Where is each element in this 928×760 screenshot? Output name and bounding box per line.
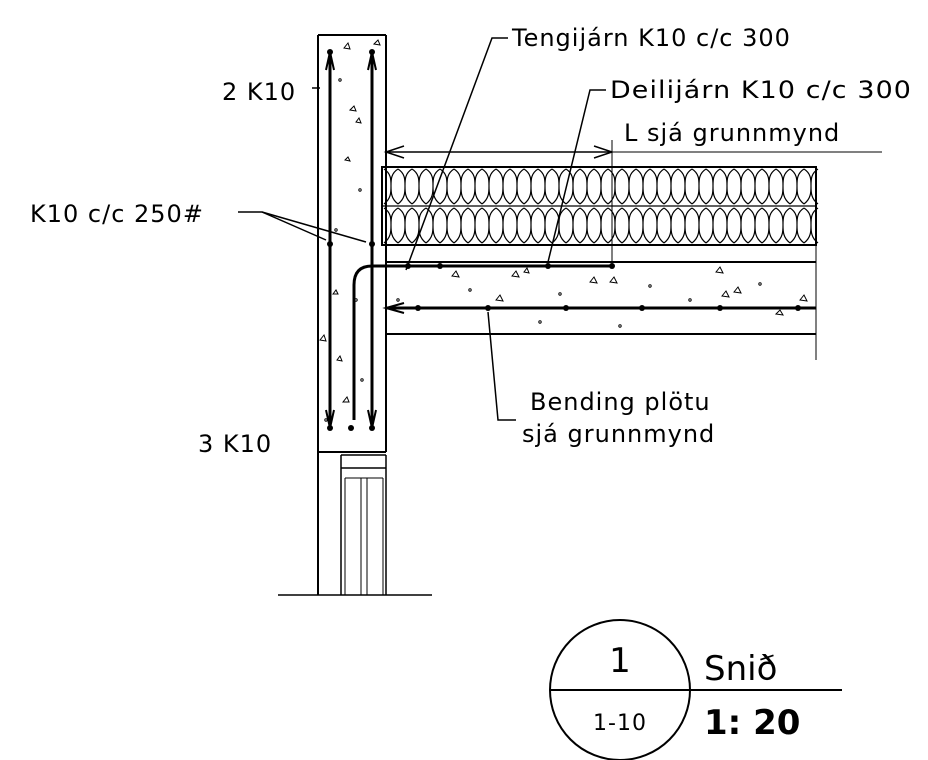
label-bending-line1: Bending plötu	[530, 388, 711, 416]
wall-aggregate	[319, 39, 381, 422]
detail-title: Snið	[704, 649, 777, 689]
slab-aggregate	[396, 266, 808, 328]
detail-number: 1	[609, 641, 631, 681]
insulation-layer	[381, 166, 819, 246]
window-frame	[340, 454, 387, 595]
title-block: 1 1-10 Snið 1: 20	[549, 619, 842, 760]
label-bending-line2: sjá grunnmynd	[522, 420, 715, 448]
label-stirrups: K10 c/c 250#	[30, 200, 204, 228]
label-bottom-bars: 3 K10	[198, 430, 272, 458]
label-distribution-bars: Deilijárn K10 c/c 300	[610, 76, 912, 104]
label-length-note: L sjá grunnmynd	[624, 119, 840, 147]
concrete-slab	[386, 245, 817, 360]
leader-lines	[238, 37, 606, 421]
slab-rebar	[352, 263, 816, 420]
label-top-bars: 2 K10	[222, 78, 296, 106]
label-tie-bars: Tengijárn K10 c/c 300	[511, 24, 791, 52]
detail-scale: 1: 20	[704, 703, 800, 743]
concrete-wall	[317, 34, 387, 595]
wall-rebar	[325, 49, 377, 431]
sheet-reference: 1-10	[593, 711, 647, 736]
